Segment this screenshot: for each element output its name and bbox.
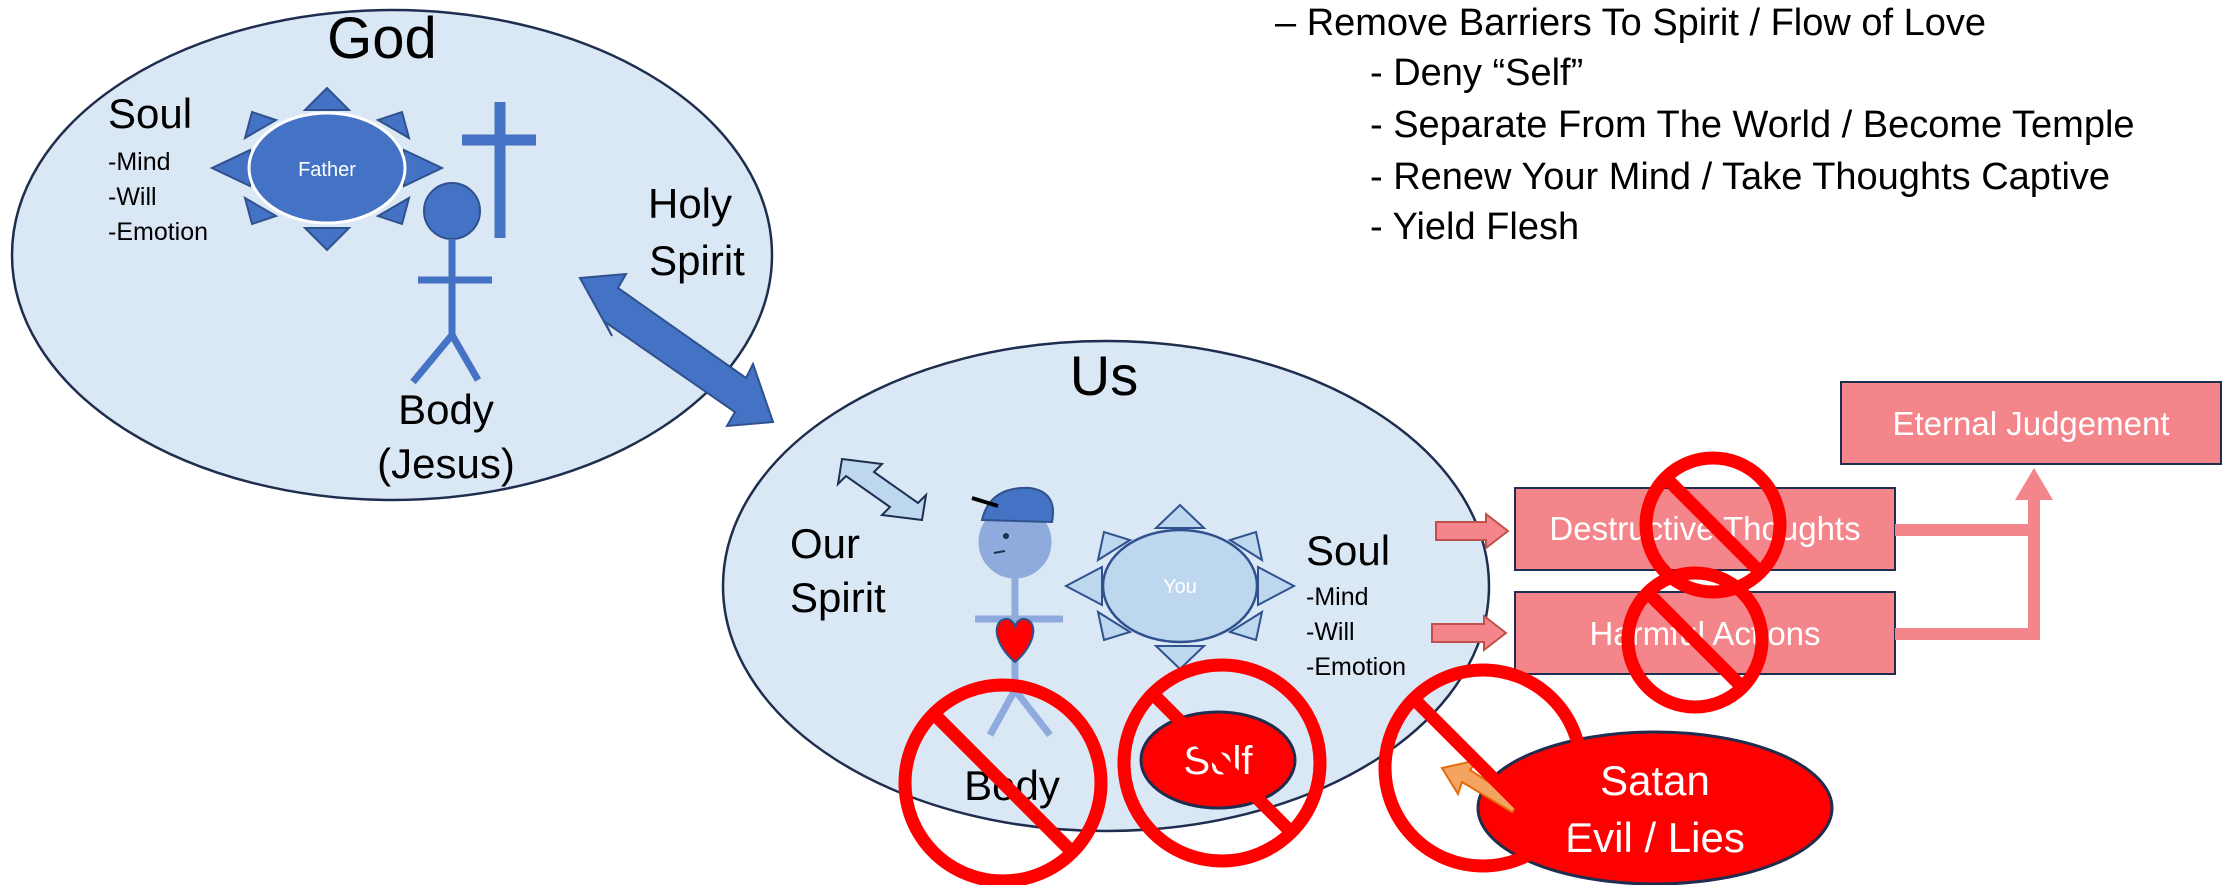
you-sun-icon	[1063, 503, 1297, 671]
prohibit-body-icon	[898, 678, 1108, 885]
us-soul-will: -Will	[1306, 618, 1355, 646]
us-title: Us	[1070, 344, 1138, 407]
you-label: You	[1163, 576, 1197, 598]
jesus-figure-icon	[410, 182, 492, 385]
eternal-judgement-label: Eternal Judgement	[1892, 405, 2169, 442]
god-title: God	[327, 6, 437, 71]
holy-spirit-line1: Holy	[648, 180, 732, 227]
arrow-to-thoughts-icon	[1435, 511, 1510, 551]
father-sun-icon	[209, 86, 445, 252]
destructive-thoughts-box	[1514, 487, 1896, 571]
cross-icon	[462, 102, 536, 238]
bullet-item: - Yield Flesh	[1370, 206, 1579, 248]
god-body-sub: (Jesus)	[377, 440, 515, 487]
god-body-label: Body	[398, 386, 494, 433]
arrow-to-actions-icon	[1431, 613, 1508, 653]
satan-ellipse	[1476, 730, 1834, 885]
bullet-item: - Deny “Self”	[1370, 52, 1583, 94]
satan-sub-label: Evil / Lies	[1565, 814, 1745, 861]
bullet-list: – Remove Barriers To Spirit / Flow of Lo…	[1275, 2, 2135, 248]
god-soul-label: Soul	[108, 90, 192, 137]
our-spirit-line2: Spirit	[790, 574, 886, 621]
us-soul-mind: -Mind	[1306, 583, 1369, 611]
prohibit-satan-icon	[1378, 663, 1588, 873]
father-label: Father	[298, 159, 356, 181]
judgement-connector-icon	[1895, 468, 2053, 640]
us-soul-emotion: -Emotion	[1306, 653, 1406, 681]
person-figure-icon	[971, 486, 1063, 738]
bullet-item: - Renew Your Mind / Take Thoughts Captiv…	[1370, 156, 2110, 198]
holy-spirit-arrow-icon	[578, 272, 775, 428]
heart-icon	[995, 618, 1035, 664]
spirit-double-arrow-icon	[836, 457, 928, 522]
god-soul-emotion: -Emotion	[108, 218, 208, 246]
bullet-item: - Separate From The World / Become Templ…	[1370, 104, 2135, 146]
god-group: God Soul -Mind -Will -Emotion Father	[10, 6, 774, 502]
eternal-judgement-box	[1840, 381, 2222, 465]
us-soul-label: Soul	[1306, 527, 1390, 574]
our-spirit-line1: Our	[790, 520, 860, 567]
holy-spirit-line2: Spirit	[649, 237, 745, 284]
prohibit-self-icon	[1117, 658, 1327, 868]
god-soul-mind: -Mind	[108, 148, 171, 176]
outcomes-group: Destructive Thoughts Harmful Actions Ete…	[1431, 381, 2222, 675]
god-soul-will: -Will	[108, 183, 157, 211]
prohibit-thoughts-icon	[1639, 451, 1787, 599]
bullet-main: – Remove Barriers To Spirit / Flow of Lo…	[1275, 2, 1986, 44]
prohibit-actions-icon	[1621, 566, 1769, 714]
us-group: Us Our Spirit	[721, 339, 1491, 833]
god-ellipse	[10, 8, 774, 502]
satan-label: Satan	[1600, 757, 1710, 804]
